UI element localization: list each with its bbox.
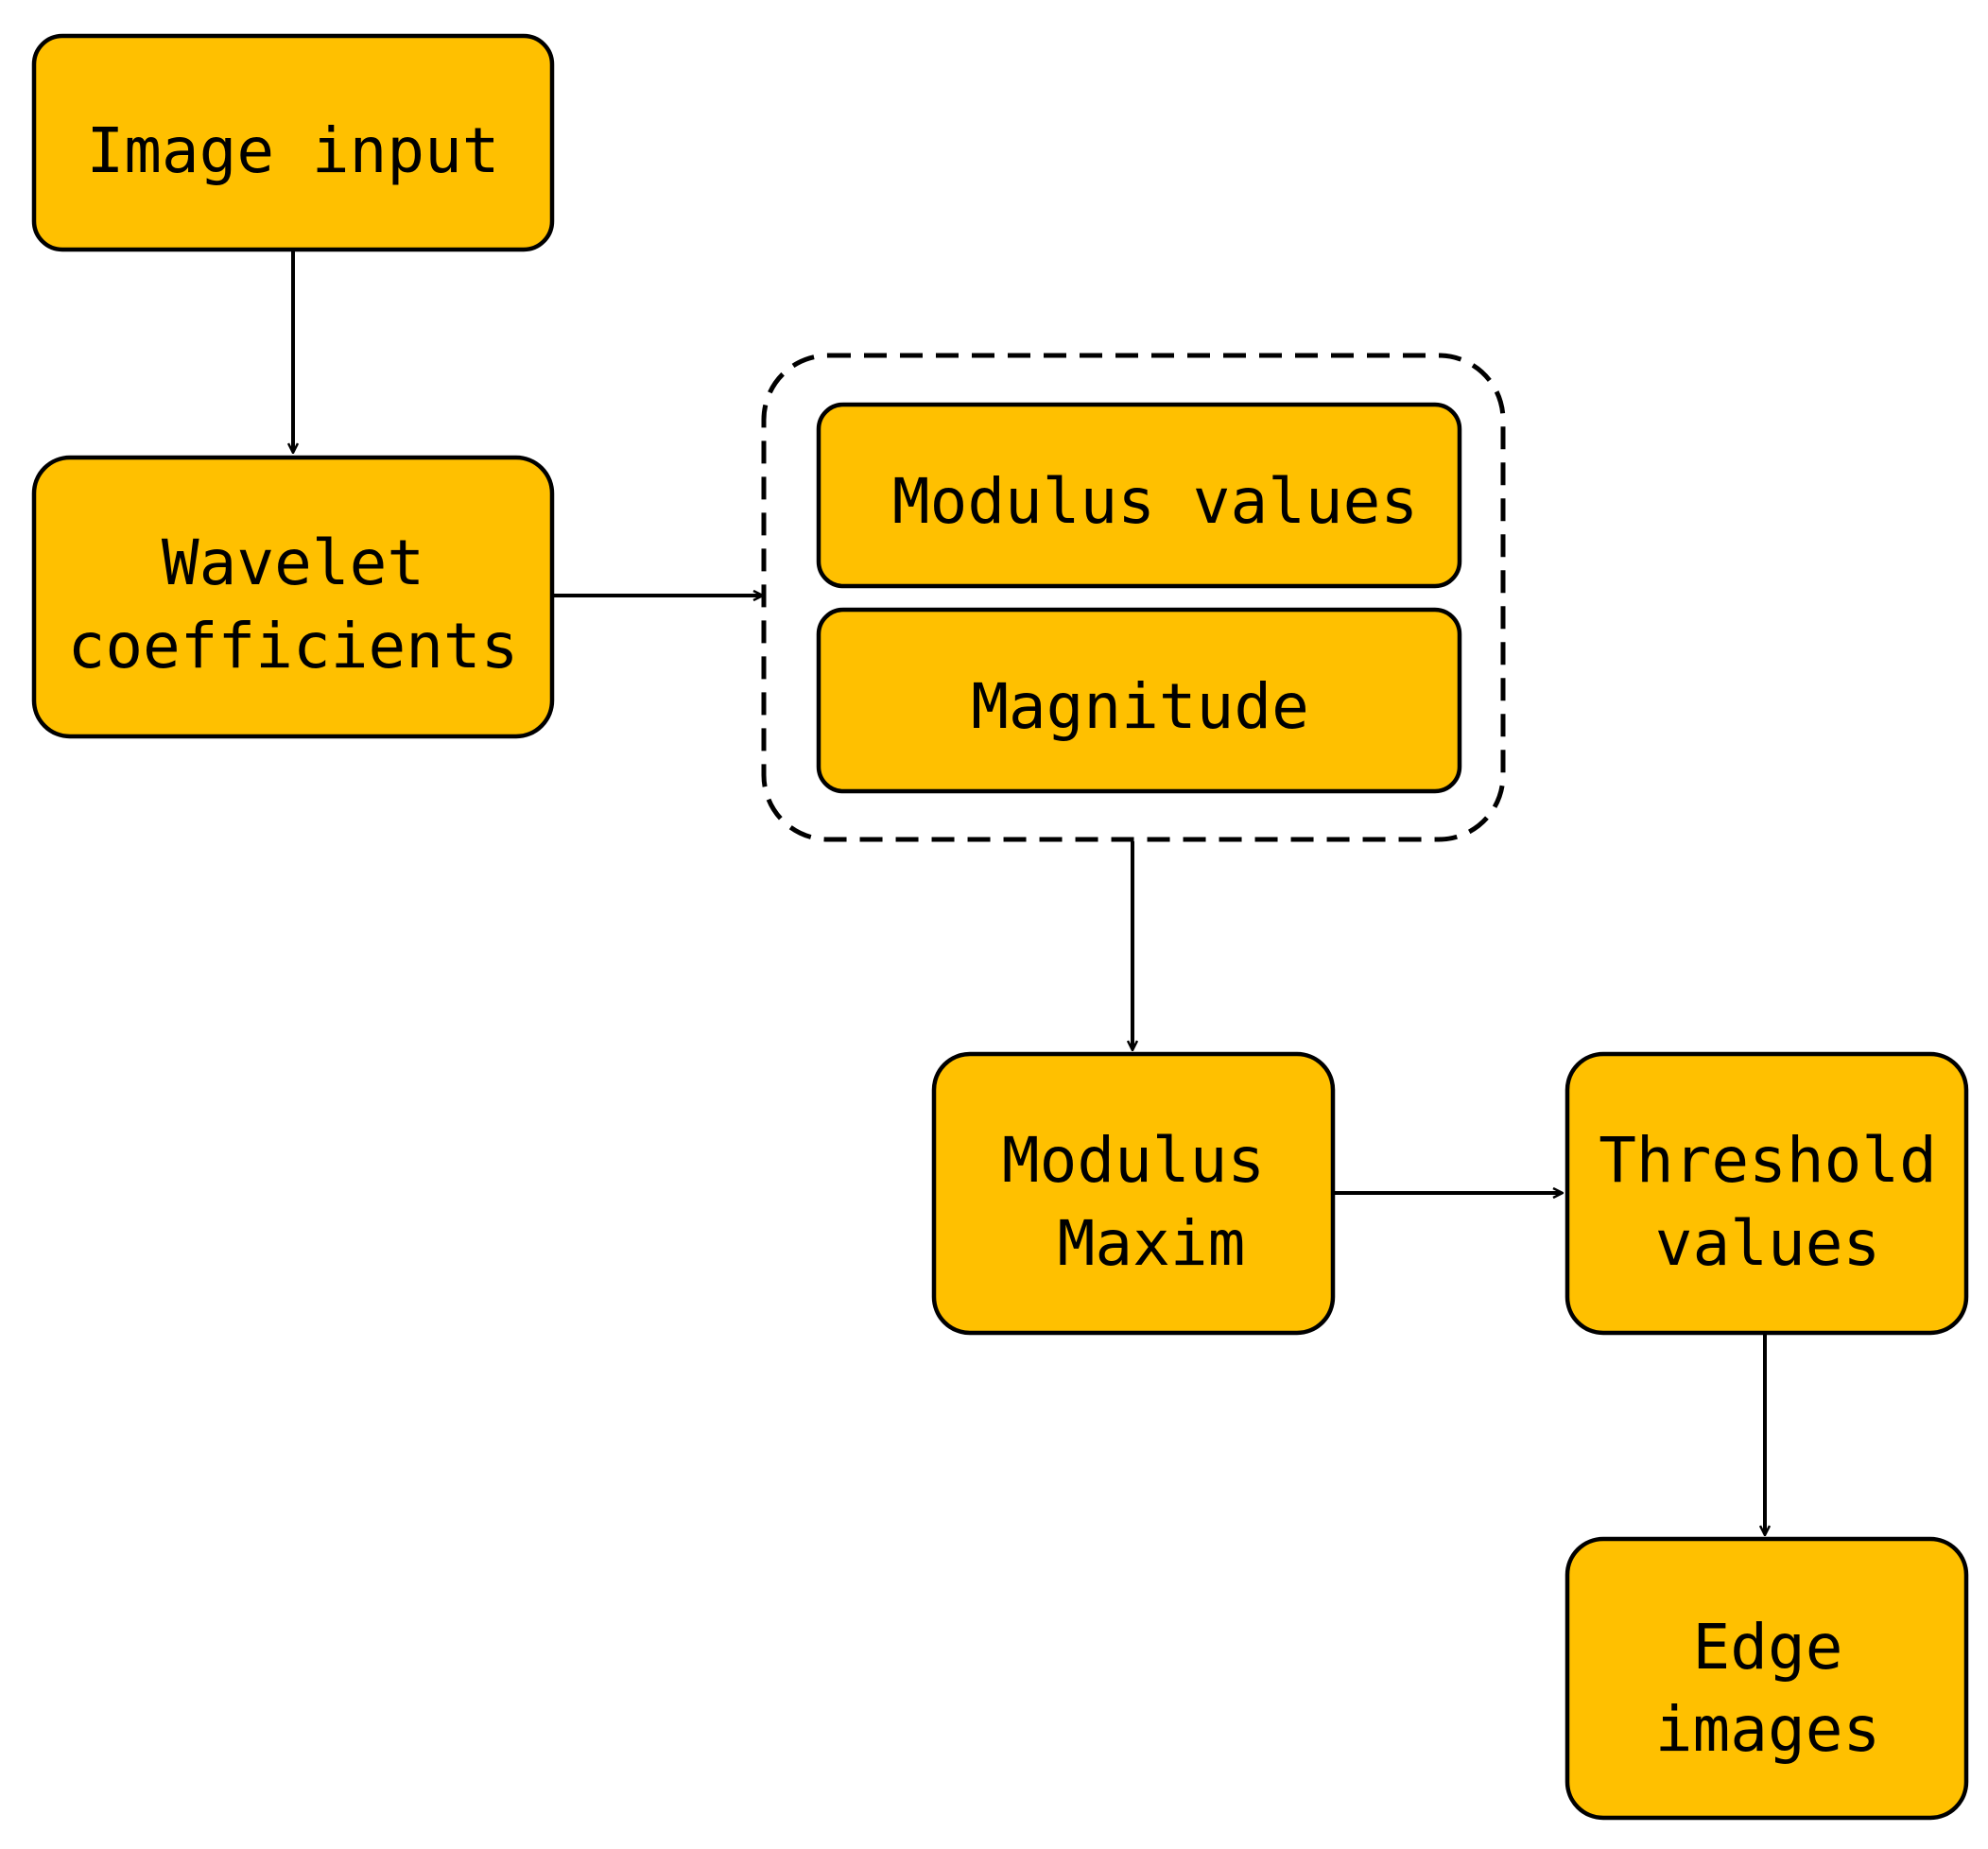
node-threshold-values: Threshold values xyxy=(1564,1051,1969,1336)
node-edge-images-label-line2: images xyxy=(1655,1693,1880,1766)
node-magnitude-box xyxy=(816,607,1462,794)
node-wavelet-coefficients-box xyxy=(31,455,555,739)
node-edge-images-box xyxy=(1564,1536,1969,1821)
node-threshold-values-label-line2: values xyxy=(1655,1207,1880,1280)
node-modulus-values-box xyxy=(816,402,1462,589)
node-wavelet-coefficients-label-line2: coefficients xyxy=(68,610,519,683)
node-magnitude: Magnitude xyxy=(816,607,1462,794)
node-magnitude-label: Magnitude xyxy=(971,670,1309,743)
node-image-input-box xyxy=(31,33,555,252)
node-edge-images: Edge images xyxy=(1564,1536,1969,1821)
modulus-group-frame xyxy=(761,353,1506,842)
node-modulus-maxim-label-line1: Modulus xyxy=(1002,1124,1265,1197)
node-modulus-values-label: Modulus values xyxy=(892,465,1418,538)
node-modulus-values: Modulus values xyxy=(816,402,1462,589)
node-wavelet-coefficients-label-line1: Wavelet xyxy=(162,527,424,599)
node-edge-images-label-line1: Edge xyxy=(1693,1611,1843,1684)
node-modulus-maxim: Modulus Maxim xyxy=(931,1051,1336,1336)
node-modulus-maxim-box xyxy=(931,1051,1336,1336)
node-image-input: Image input xyxy=(31,33,555,252)
node-wavelet-coefficients: Wavelet coefficients xyxy=(31,455,555,739)
node-modulus-maxim-label-line2: Maxim xyxy=(1058,1207,1246,1280)
node-threshold-values-box xyxy=(1564,1051,1969,1336)
node-image-input-label: Image input xyxy=(86,114,499,187)
node-threshold-values-label-line1: Threshold xyxy=(1599,1124,1937,1197)
